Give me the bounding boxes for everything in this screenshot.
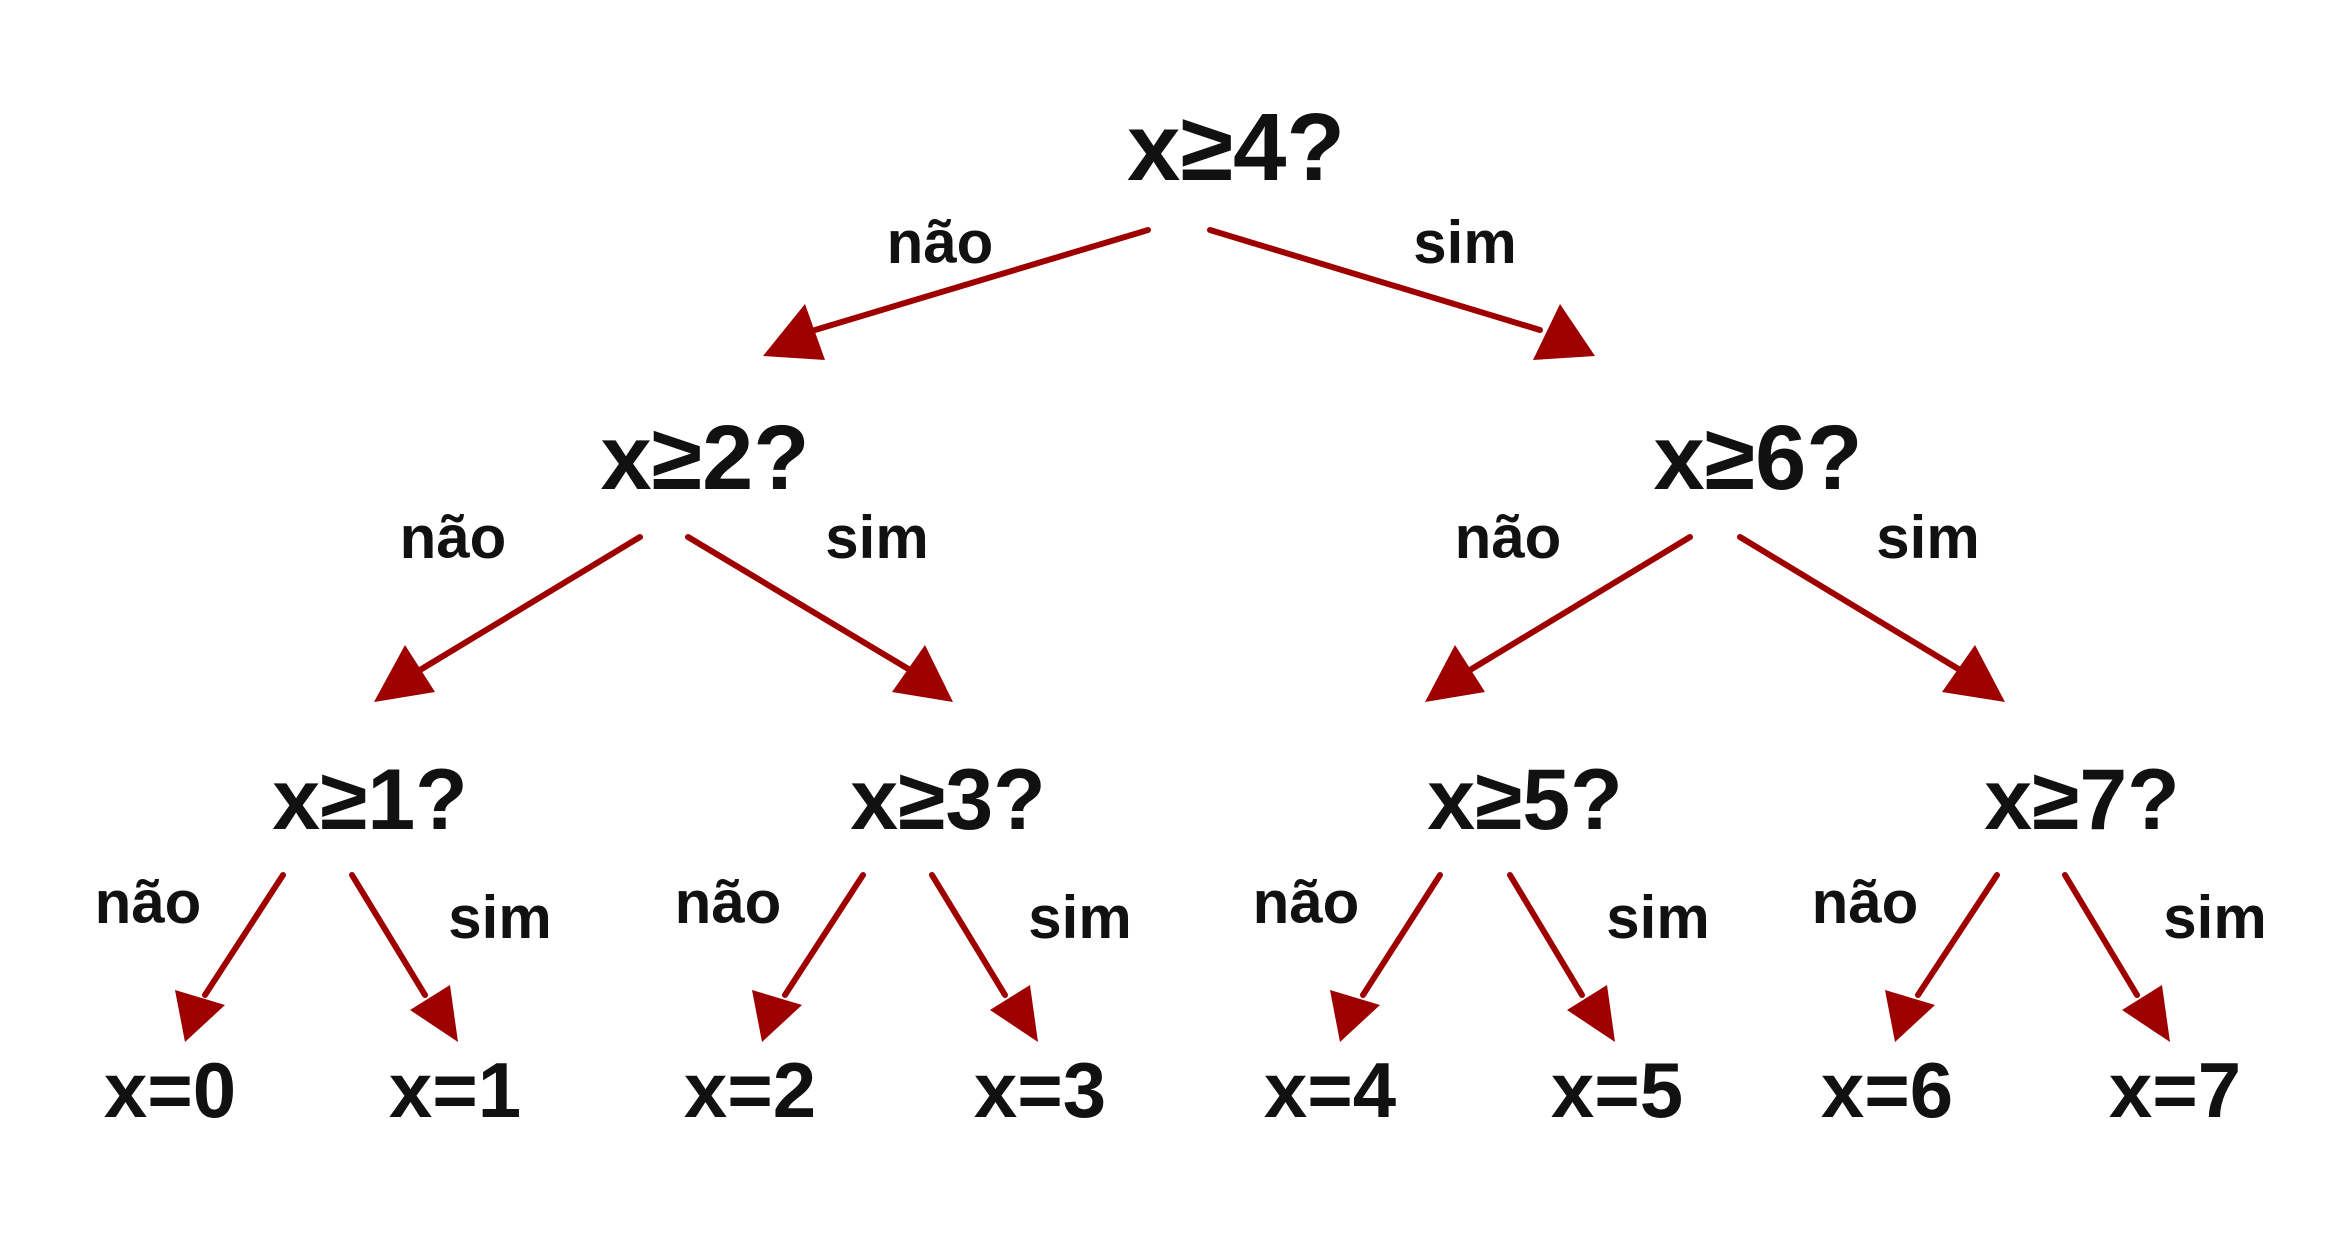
leaf-x5: x=5	[1550, 1046, 1684, 1134]
edge-label-left-yes: sim	[825, 504, 929, 571]
edge-label-lr-no: não	[674, 869, 782, 936]
arrowhead-root-yes	[1533, 304, 1595, 360]
edge-label-rl-no: não	[1252, 869, 1360, 936]
arrowhead-lr-no	[752, 990, 802, 1042]
question-left-right: x≥3?	[850, 752, 1046, 848]
question-left: x≥2?	[600, 407, 810, 509]
arrow-l-no	[417, 534, 643, 673]
arrow-r-yes	[1737, 534, 1963, 673]
edge-label-right-no: não	[1454, 504, 1562, 571]
edge-label-rr-no: não	[1811, 869, 1919, 936]
edge-label-rl-yes: sim	[1606, 884, 1710, 951]
arrow-rl-yes	[1507, 872, 1585, 998]
question-right-left: x≥5?	[1427, 752, 1623, 848]
leaf-x1: x=1	[388, 1046, 522, 1134]
edge-label-ll-yes: sim	[448, 884, 552, 951]
arrowhead-r-yes	[1942, 645, 2005, 702]
arrow-l-yes	[685, 534, 913, 673]
arrowhead-ll-yes	[410, 985, 458, 1042]
edge-label-ll-no: não	[94, 869, 202, 936]
arrow-lr-yes	[929, 872, 1008, 998]
arrowhead-rl-no	[1330, 990, 1380, 1042]
leaf-x4: x=4	[1263, 1046, 1397, 1134]
edge-label-lr-yes: sim	[1028, 884, 1132, 951]
leaf-x2: x=2	[683, 1046, 817, 1134]
question-right-right: x≥7?	[1984, 752, 2180, 848]
edge-label-right-yes: sim	[1876, 504, 1980, 571]
arrow-root-no	[812, 227, 1151, 333]
question-left-left: x≥1?	[272, 752, 468, 848]
leaf-x0: x=0	[103, 1046, 237, 1134]
edge-label-root-yes: sim	[1413, 209, 1517, 276]
arrow-root-yes	[1207, 227, 1543, 333]
arrow-lr-no	[782, 872, 866, 998]
question-root: x≥4?	[1126, 94, 1346, 201]
edge-label-rr-yes: sim	[2163, 884, 2267, 951]
arrow-rr-no	[1915, 872, 2000, 998]
arrowhead-l-yes	[892, 645, 953, 702]
arrowhead-l-no	[374, 645, 435, 702]
arrow-ll-yes	[349, 872, 428, 998]
arrowhead-rr-yes	[2122, 985, 2170, 1042]
arrow-ll-no	[202, 872, 286, 998]
leaf-x3: x=3	[973, 1046, 1107, 1134]
arrowhead-rl-yes	[1567, 985, 1615, 1042]
question-right: x≥6?	[1653, 407, 1863, 509]
arrow-rl-no	[1360, 872, 1443, 998]
arrowhead-rr-no	[1885, 990, 1935, 1042]
arrowhead-ll-no	[175, 990, 225, 1042]
leaf-x6: x=6	[1820, 1046, 1954, 1134]
edge-label-root-no: não	[886, 209, 994, 276]
edge-label-left-no: não	[399, 504, 507, 571]
arrowhead-root-no	[763, 304, 825, 360]
arrow-rr-yes	[2062, 872, 2140, 998]
arrowhead-lr-yes	[990, 985, 1038, 1042]
leaf-x7: x=7	[2108, 1046, 2242, 1134]
arrow-r-no	[1467, 534, 1693, 673]
arrowhead-r-no	[1425, 645, 1485, 702]
